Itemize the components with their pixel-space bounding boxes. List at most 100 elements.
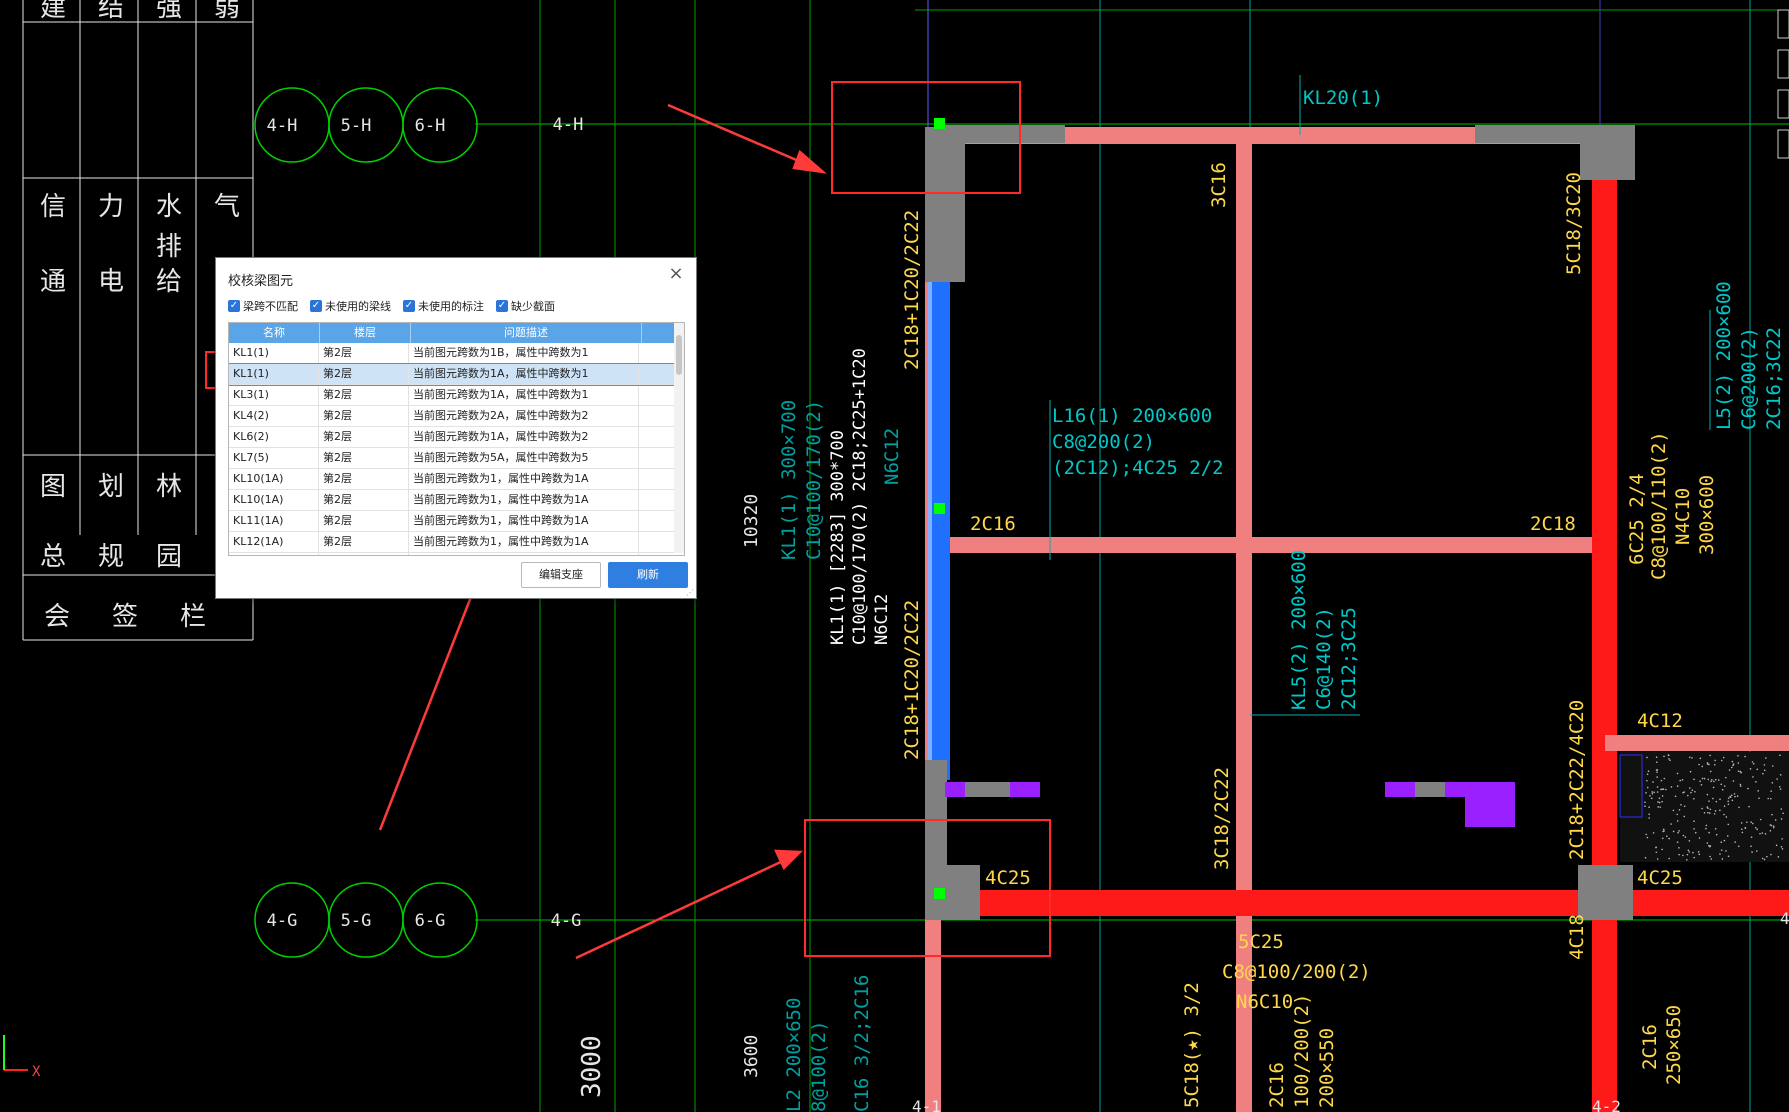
table-row[interactable]: KL1(1)第2层当前图元跨数为1A，属性中跨数为1 bbox=[229, 363, 684, 386]
hatch-dot bbox=[1681, 779, 1684, 781]
hatch-dot bbox=[1781, 838, 1783, 840]
hatch-dot bbox=[1660, 788, 1662, 791]
table-row[interactable]: KL3(1)第2层当前图元跨数为1A，属性中跨数为1 bbox=[229, 385, 684, 406]
table-scrollbar[interactable] bbox=[674, 323, 684, 553]
table-row[interactable]: KL4(2)第2层当前图元跨数为2A，属性中跨数为2 bbox=[229, 406, 684, 427]
cell-name: KL1(1) bbox=[229, 343, 319, 363]
hatch-dot bbox=[1693, 797, 1695, 800]
columns[interactable] bbox=[925, 125, 1635, 920]
label-l2c: C16 3/2;2C16 bbox=[851, 975, 873, 1112]
purple-elements[interactable] bbox=[945, 782, 1515, 827]
hatch-dot bbox=[1686, 859, 1688, 861]
label-3c16: 3C16 bbox=[1208, 162, 1230, 208]
hatch-dot bbox=[1732, 763, 1735, 765]
close-icon[interactable]: × bbox=[668, 263, 684, 284]
header-desc[interactable]: 问题描述 bbox=[411, 323, 642, 343]
hatch-dot bbox=[1713, 780, 1715, 783]
hatch-dot bbox=[1720, 841, 1723, 844]
hatch-dot bbox=[1703, 777, 1706, 780]
hatch-dot bbox=[1770, 797, 1772, 800]
resize-grip-icon[interactable]: ⋰ bbox=[686, 588, 694, 597]
ucs-icon: X bbox=[3, 1035, 41, 1080]
check-unused-beamline[interactable]: ✓未使用的梁线 bbox=[310, 298, 391, 314]
check-missing-section[interactable]: ✓缺少截面 bbox=[496, 298, 555, 314]
hatch-dot bbox=[1739, 785, 1742, 787]
hatch-dot bbox=[1772, 765, 1774, 767]
tb-text: 强 bbox=[156, 0, 182, 23]
header-floor[interactable]: 楼层 bbox=[320, 323, 411, 343]
table-row[interactable]: KL1(1)第2层当前图元跨数为1B，属性中跨数为1 bbox=[229, 343, 684, 364]
axis-6-h: 6-H bbox=[415, 116, 446, 136]
hatch-dot bbox=[1741, 831, 1744, 834]
cell-desc: 当前图元跨数为1，属性中跨数为1A bbox=[409, 490, 639, 510]
checkbox-checked-icon[interactable]: ✓ bbox=[403, 300, 415, 312]
cell-desc: 当前图元跨数为1A，属性中跨数为1 bbox=[409, 364, 639, 384]
label-kl5a: KL5(2) 200×600 bbox=[1288, 550, 1310, 710]
table-row[interactable]: KL6(2)第2层当前图元跨数为1A，属性中跨数为2 bbox=[229, 427, 684, 448]
hatch-dot bbox=[1710, 780, 1712, 783]
hatch-dot bbox=[1757, 790, 1759, 792]
label-3c18: 3C18/2C22 bbox=[1211, 767, 1233, 870]
hatch-dot bbox=[1661, 800, 1663, 803]
hatch-dot bbox=[1656, 858, 1659, 860]
hatch-dot bbox=[1770, 853, 1772, 856]
hatch-dot bbox=[1771, 813, 1773, 816]
edit-support-button[interactable]: 编辑支座 bbox=[521, 562, 601, 588]
hatch-dot bbox=[1751, 851, 1753, 853]
header-name[interactable]: 名称 bbox=[229, 323, 320, 343]
hatch-dot bbox=[1687, 794, 1689, 797]
tb-text: 栏 bbox=[180, 602, 206, 632]
hatch-dot bbox=[1683, 805, 1686, 808]
hatch-dot bbox=[1657, 806, 1659, 808]
check-span-mismatch[interactable]: ✓梁跨不匹配 bbox=[228, 298, 298, 314]
hatch-dot bbox=[1652, 781, 1654, 783]
tb-text: 电 bbox=[98, 267, 124, 297]
table-row[interactable]: KL10(1A)第2层当前图元跨数为1，属性中跨数为1A bbox=[229, 469, 684, 490]
hatch-dot bbox=[1656, 786, 1659, 788]
hatch-dot bbox=[1763, 769, 1766, 772]
table-row[interactable]: KL12(1A)第2层当前图元跨数为1，属性中跨数为1A bbox=[229, 532, 684, 553]
hatch-dot bbox=[1691, 757, 1693, 759]
hatch-dot bbox=[1767, 797, 1769, 800]
label-l16c: (2C12);4C25 2/2 bbox=[1052, 457, 1224, 479]
hatch-dot bbox=[1740, 822, 1743, 824]
checkbox-checked-icon[interactable]: ✓ bbox=[228, 300, 240, 312]
refresh-button[interactable]: 刷新 bbox=[608, 562, 688, 588]
dialog-title: 校核梁图元 bbox=[228, 274, 294, 289]
hatch-dot bbox=[1665, 788, 1667, 791]
cell-name: KL13(1A) bbox=[229, 553, 319, 555]
grid-label-4g: 4-G bbox=[551, 911, 582, 931]
hatch-dot bbox=[1727, 823, 1730, 826]
hatch-dot bbox=[1693, 778, 1695, 781]
checkbox-checked-icon[interactable]: ✓ bbox=[496, 300, 508, 312]
check-label: 梁跨不匹配 bbox=[243, 300, 298, 313]
hatch-dot bbox=[1719, 809, 1721, 812]
check-unused-annotation[interactable]: ✓未使用的标注 bbox=[403, 298, 484, 314]
hatch-dot bbox=[1668, 758, 1670, 760]
hatch-dot bbox=[1663, 777, 1666, 780]
hatch-dot bbox=[1657, 801, 1659, 803]
dim-3600: 3600 bbox=[741, 1035, 762, 1078]
hatch-dot bbox=[1729, 795, 1731, 798]
hatch-dot bbox=[1752, 776, 1754, 778]
hatch-dot bbox=[1699, 757, 1702, 760]
table-row[interactable]: KL10(1A)第2层当前图元跨数为1，属性中跨数为1A bbox=[229, 490, 684, 511]
beams[interactable] bbox=[925, 127, 1789, 1112]
table-row[interactable]: KL11(1A)第2层当前图元跨数为1，属性中跨数为1A bbox=[229, 511, 684, 532]
hatch-dot bbox=[1740, 771, 1742, 774]
tb-text: 签 bbox=[112, 602, 138, 632]
check-beam-dialog[interactable]: 校核梁图元 × ✓梁跨不匹配 ✓未使用的梁线 ✓未使用的标注 ✓缺少截面 名称 … bbox=[215, 257, 697, 599]
label-kl1-ghost-a: KL1(1) 300×700 bbox=[778, 400, 800, 560]
hatch-dot bbox=[1698, 763, 1700, 766]
tb-text: 力 bbox=[98, 192, 124, 222]
snap-points[interactable] bbox=[934, 118, 945, 899]
dim-10320: 10320 bbox=[741, 494, 762, 548]
scroll-thumb[interactable] bbox=[676, 335, 682, 375]
side-toolbar[interactable] bbox=[1777, 9, 1789, 159]
checkbox-checked-icon[interactable]: ✓ bbox=[310, 300, 322, 312]
table-row[interactable]: KL7(5)第2层当前图元跨数为5A，属性中跨数为5 bbox=[229, 448, 684, 469]
hatch-dot bbox=[1687, 849, 1690, 852]
